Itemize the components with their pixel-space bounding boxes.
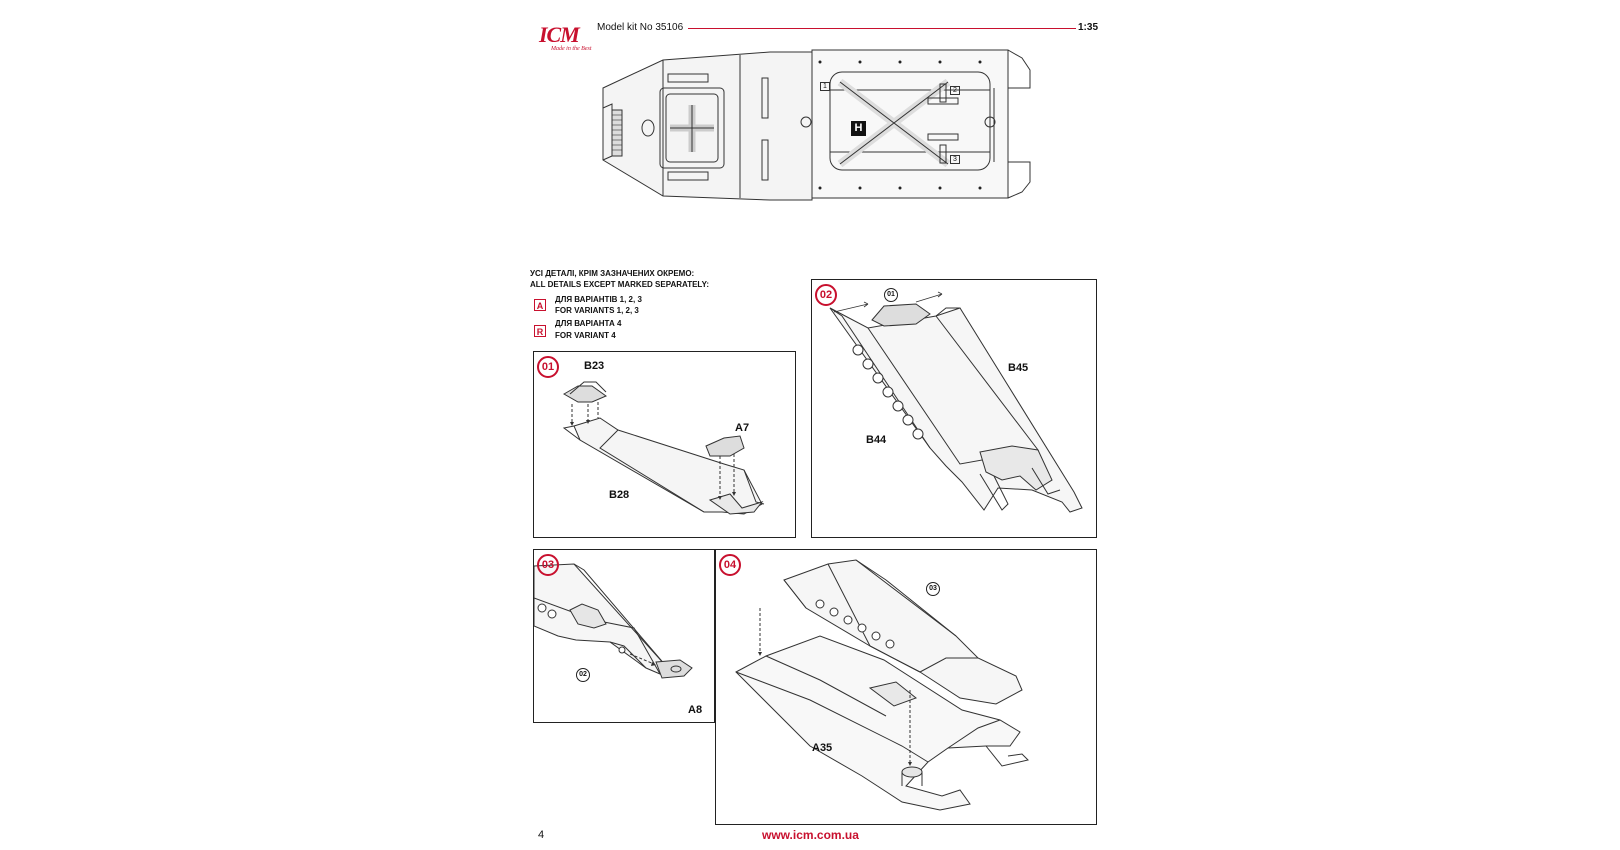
model-kit-title: Model kit No 35106 (597, 22, 684, 33)
step-02-panel: 02 01 B45 B44 (811, 279, 1097, 538)
step-01-drawing (562, 381, 765, 515)
step-03-number: 03 (537, 554, 559, 576)
logo-tagline: Made in the Best (551, 46, 592, 52)
part-a7-label: A7 (735, 422, 750, 434)
website-link[interactable]: www.icm.com.ua (762, 828, 859, 842)
note-all-en: ALL DETAILS EXCEPT MARKED SEPARATELY: (530, 280, 709, 289)
callout-number-3: 3 (950, 155, 960, 164)
step-01-number: 01 (537, 356, 559, 378)
step-04-ref-03: 03 (926, 582, 940, 596)
step-02-ref-01: 01 (884, 288, 898, 302)
scale-label: 1:35 (1078, 22, 1099, 33)
part-b45-label: B45 (1008, 362, 1029, 374)
step-03-ref-02: 02 (576, 668, 590, 682)
step-02-drawing (829, 291, 1083, 513)
callout-number-2: 2 (950, 86, 960, 95)
part-b23-label: B23 (584, 360, 605, 372)
part-b44-label: B44 (866, 434, 887, 446)
header-divider (688, 28, 1076, 29)
logo-text: ICM (539, 22, 580, 47)
step-02-number: 02 (815, 284, 837, 306)
variant-badge-r: R (534, 325, 546, 337)
variant-r-en: FOR VARIANT 4 (555, 331, 616, 340)
part-a35-label: A35 (812, 742, 833, 754)
icm-logo: ICM Made in the Best (533, 22, 593, 52)
step-04-panel: 04 03 A35 (715, 549, 1097, 825)
part-a8-label: A8 (688, 704, 703, 716)
step-04-number: 04 (719, 554, 741, 576)
step-03-panel: 03 02 A8 (533, 549, 715, 723)
variant-r-ua: ДЛЯ ВАРІАНТА 4 (555, 319, 622, 328)
variant-a-ua: ДЛЯ ВАРІАНТІВ 1, 2, 3 (555, 295, 642, 304)
part-b28-label: B28 (609, 489, 630, 501)
callout-h-letter: H (854, 122, 863, 134)
callout-number-1: 1 (820, 82, 830, 91)
callout-h-box (851, 121, 866, 136)
step-03-drawing (534, 563, 693, 679)
step-04-drawing (735, 559, 1029, 811)
step-01-panel: 01 B23 A7 B28 (533, 351, 796, 538)
note-all-ua: УСІ ДЕТАЛІ, КРІМ ЗАЗНАЧЕНИХ ОКРЕМО: (530, 269, 695, 278)
page-number: 4 (538, 829, 545, 841)
variant-badge-a: A (534, 299, 546, 311)
variant-a-en: FOR VARIANTS 1, 2, 3 (555, 306, 639, 315)
